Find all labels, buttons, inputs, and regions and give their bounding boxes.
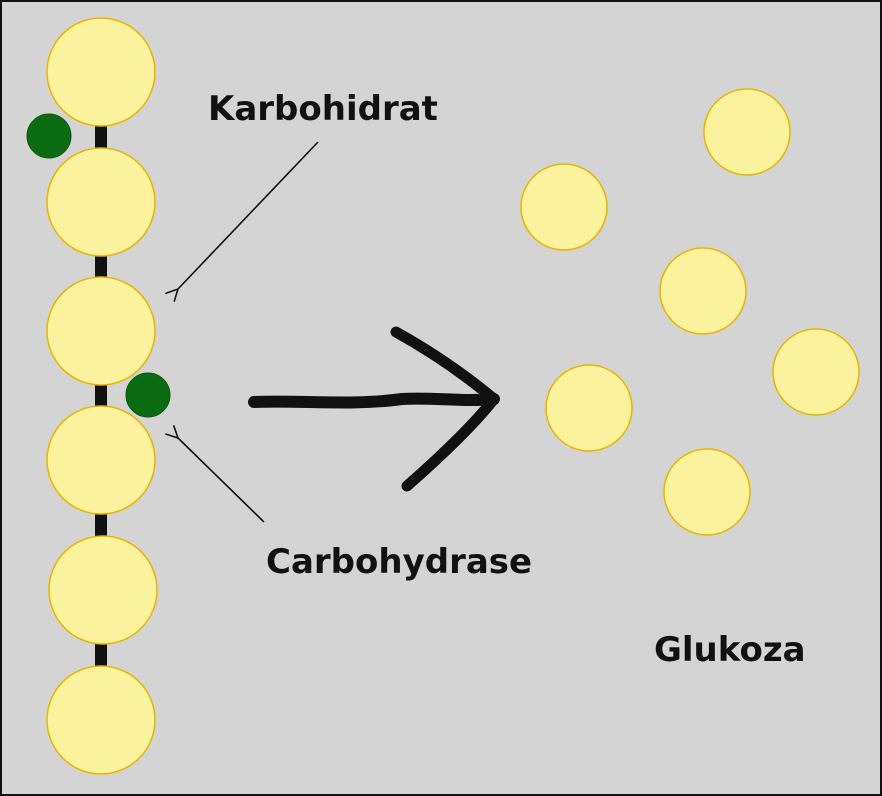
glucose-molecule xyxy=(545,364,633,452)
pointer-arrow-enzyme xyxy=(178,438,265,523)
chain-glucose-unit xyxy=(46,405,156,515)
chain-glucose-unit xyxy=(46,665,156,775)
glucose-molecule xyxy=(703,88,791,176)
glucose-molecule xyxy=(772,328,860,416)
pointer-arrow-carbohydrate xyxy=(178,141,319,289)
reaction-arrow xyxy=(248,326,500,492)
enzyme-label: Carbohydrase xyxy=(266,542,533,582)
enzyme-molecule xyxy=(26,113,72,159)
carbohydrate-chain xyxy=(46,17,158,775)
product-label: Glukoza xyxy=(654,630,806,670)
enzymes xyxy=(26,113,171,418)
free-glucose xyxy=(520,88,860,536)
chain-glucose-unit xyxy=(48,535,158,645)
carbohydrate-label: Karbohidrat xyxy=(208,89,438,129)
glucose-molecule xyxy=(663,448,751,536)
glucose-molecule xyxy=(520,163,608,251)
chain-glucose-unit xyxy=(46,147,156,257)
chain-glucose-unit xyxy=(46,276,156,386)
chain-glucose-unit xyxy=(46,17,156,127)
glucose-molecule xyxy=(659,247,747,335)
enzyme-molecule xyxy=(125,372,171,418)
